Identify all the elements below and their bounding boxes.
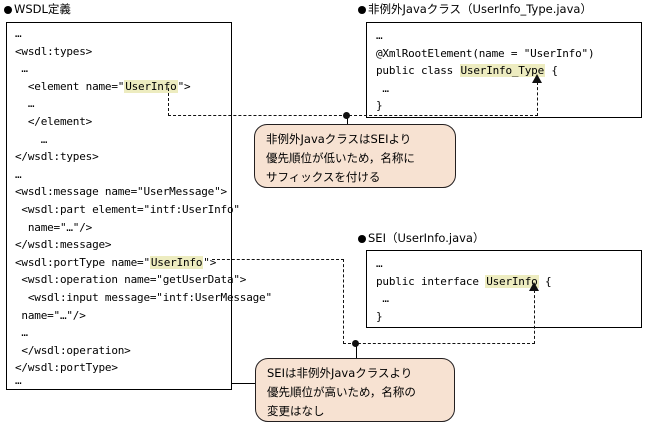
porttype-suffix: "> [203, 255, 217, 269]
wsdl-code-line-2: <wsdl:types> [15, 44, 93, 58]
nonexempt-line-3: public class UserInfo_Type { [376, 62, 558, 80]
element-name-highlight: UserInfo [124, 79, 178, 93]
nonexempt-line-1: … [376, 29, 383, 42]
nonexempt-line-5: } [376, 99, 383, 113]
callout-sei-note: SEIは非例外Javaクラスより 優先順位が高いため，名称の 変更はなし [255, 358, 455, 422]
interface-decl-suffix: { [538, 274, 552, 288]
arrow-to-class-name-icon [531, 74, 542, 83]
caption-wsdl: WSDL定義 [4, 3, 71, 16]
connector-sei-vertical [534, 290, 535, 344]
junction-dot-top [343, 111, 350, 119]
wsdl-code-line-element: <element name="UserInfo"> [15, 78, 191, 96]
callout-bottom-left-tick [232, 383, 258, 384]
porttype-name-highlight: UserInfo [149, 255, 204, 269]
junction-dot-bottom [352, 339, 359, 347]
element-prefix: <element name=" [15, 79, 125, 93]
arrow-to-interface-name-icon [528, 282, 539, 291]
sei-code-panel [366, 250, 642, 328]
bullet-icon [4, 6, 12, 14]
class-name-highlight: UserInfo_Type [459, 64, 545, 78]
porttype-prefix: <wsdl:portType name=" [15, 255, 150, 269]
wsdl-code-line-1: … [15, 27, 22, 40]
callout-top-stem [346, 115, 348, 126]
wsdl-code-line-6: </element> [15, 115, 93, 128]
caption-nonexempt: 非例外Javaクラス（UserInfo_Type.java） [358, 3, 592, 16]
sei-line-3: … [376, 292, 389, 306]
wsdl-code-line-11: <wsdl:part element="intf:UserInfo" [15, 203, 240, 216]
callout-bottom-stem [355, 343, 357, 359]
wsdl-code-line-5: … [15, 97, 35, 111]
wsdl-code-line-12: name="…"/> [15, 220, 93, 234]
interface-decl-prefix: public interface [376, 274, 486, 288]
sei-line-4: } [376, 309, 383, 323]
wsdl-code-line-13: </wsdl:message> [15, 238, 112, 252]
wsdl-code-line-10: <wsdl:message name="UserMessage"> [15, 185, 227, 199]
interface-name-highlight: UserInfo [485, 274, 539, 288]
wsdl-code-line-8: </wsdl:types> [15, 150, 99, 164]
wsdl-code-panel [6, 22, 232, 390]
class-decl-suffix: { [545, 64, 558, 78]
wsdl-code-line-20: </wsdl:portType> [15, 361, 118, 375]
sei-line-1: … [376, 257, 383, 270]
wsdl-code-line-7: … [15, 132, 48, 146]
caption-wsdl-label: WSDL定義 [14, 2, 71, 16]
bullet-icon [358, 235, 366, 243]
wsdl-code-line-21: … [15, 374, 22, 387]
connector-porttype-horizontal [212, 259, 344, 260]
class-decl-prefix: public class [376, 64, 460, 78]
connector-element-vertical [168, 88, 169, 116]
wsdl-code-line-9: … [15, 167, 22, 181]
bullet-icon [358, 6, 366, 14]
connector-class-vertical [537, 82, 538, 116]
caption-sei: SEI（UserInfo.java） [358, 232, 484, 245]
wsdl-code-line-19: </wsdl:operation> [15, 343, 131, 357]
caption-sei-label: SEI（UserInfo.java） [368, 231, 485, 245]
wsdl-code-line-18: … [15, 326, 28, 340]
element-suffix: "> [177, 79, 191, 93]
wsdl-code-line-16: <wsdl:input message="intf:UserMessage" [15, 291, 272, 304]
wsdl-code-line-3: … [15, 62, 28, 76]
nonexempt-line-4: … [376, 81, 389, 95]
callout-nonexempt-note: 非例外JavaクラスはSEIより 優先順位が低いため，名称に サフィックスを付け… [254, 124, 456, 188]
sei-line-2: public interface UserInfo { [376, 273, 552, 291]
caption-nonexempt-label: 非例外Javaクラス（UserInfo_Type.java） [368, 2, 592, 16]
connector-porttype-vertical [343, 259, 344, 344]
nonexempt-line-2: @XmlRootElement(name = "UserInfo") [376, 46, 595, 60]
wsdl-code-line-porttype: <wsdl:portType name="UserInfo"> [15, 254, 216, 272]
connector-sei-horizontal [343, 343, 535, 344]
wsdl-code-line-15: <wsdl:operation name="getUserData"> [15, 273, 247, 287]
connector-element-horizontal [168, 115, 538, 116]
wsdl-code-line-17: name="…"/> [15, 308, 86, 322]
